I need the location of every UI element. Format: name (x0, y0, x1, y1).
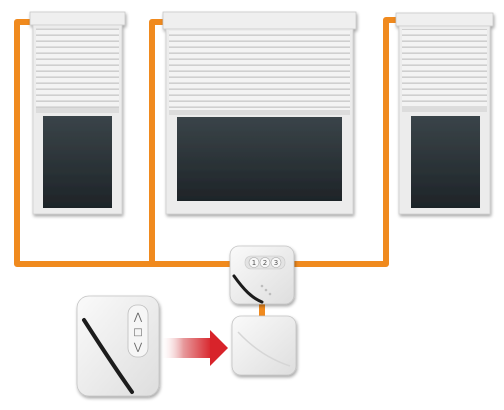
up-button-icon[interactable]: ⋀ (133, 312, 143, 323)
control-unit-swoosh-icon (232, 274, 264, 304)
actuator-box-body (231, 315, 297, 376)
channel-button-3[interactable]: 3 (270, 257, 282, 268)
stop-button-icon[interactable]: □ (133, 327, 142, 338)
red-arrow-icon (160, 330, 228, 366)
cable-right (294, 17, 398, 267)
channel-button-3-label: 3 (274, 259, 278, 267)
shutter-slats-center (169, 31, 350, 111)
cable-left (14, 19, 232, 267)
down-button-icon[interactable]: ⋁ (133, 342, 143, 353)
roller-box-center (162, 11, 357, 30)
actuator-box (231, 315, 297, 376)
roller-box-right (395, 12, 494, 27)
glass-left (43, 116, 112, 208)
glass-right (411, 116, 480, 208)
channel-button-2[interactable]: 2 (259, 257, 271, 268)
control-unit: 1 2 3 (229, 245, 295, 305)
cable-network (14, 17, 398, 318)
shutter-slats-left (36, 28, 119, 110)
channel-button-1[interactable]: 1 (248, 257, 260, 268)
wall-switch-button-panel (127, 304, 149, 358)
window-center (162, 11, 357, 215)
cable-center (149, 19, 166, 264)
window-left (29, 11, 126, 215)
wall-switch-swoosh-icon (82, 318, 134, 394)
control-unit-body (229, 245, 295, 305)
roller-box-left (29, 11, 126, 26)
channel-button-2-label: 2 (263, 259, 267, 267)
channel-button-1-label: 1 (252, 259, 256, 267)
glass-center (177, 117, 342, 201)
wall-switch[interactable]: ⋀ □ ⋁ (76, 295, 160, 397)
shutter-slats-right (402, 29, 487, 109)
actuator-box-seam (237, 331, 291, 367)
window-right (395, 12, 494, 215)
